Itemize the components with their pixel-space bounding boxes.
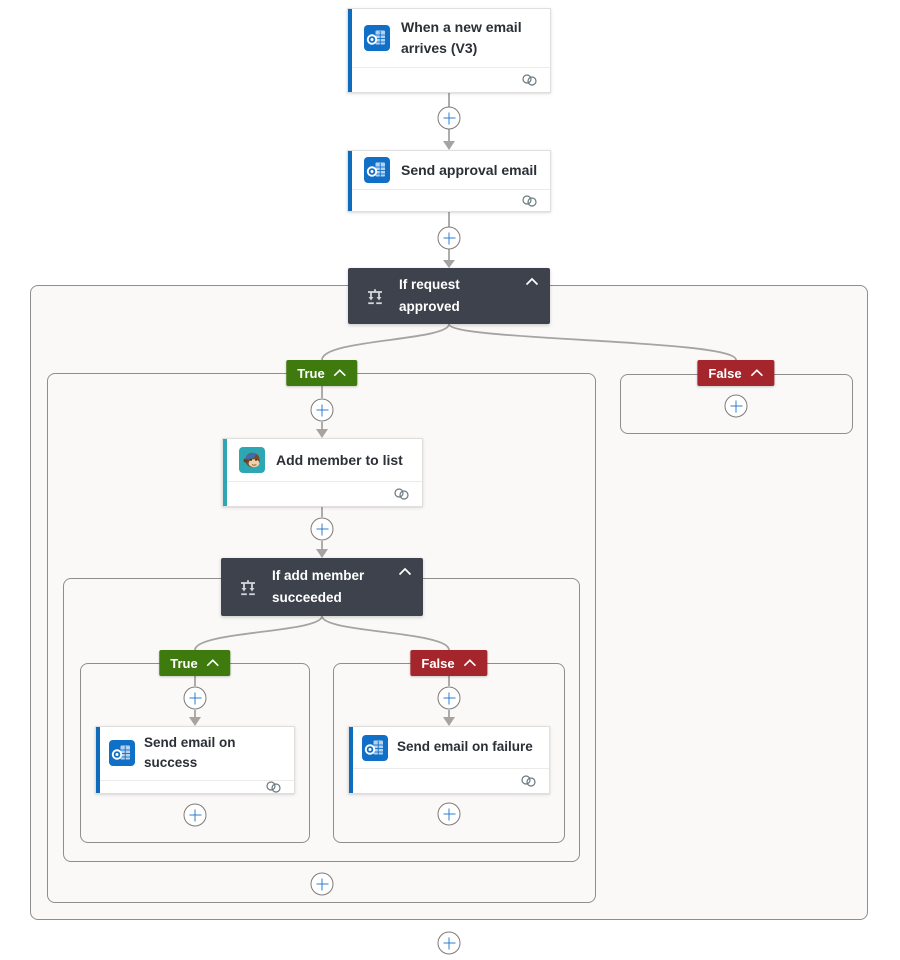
action-card-add-member-to-list[interactable]: Add member to list xyxy=(222,438,423,507)
insert-step-button[interactable] xyxy=(310,398,334,422)
insert-step-button[interactable] xyxy=(437,226,461,250)
card-title: When a new email arrives (V3) xyxy=(401,19,522,56)
trigger-card-when-a-new-email-arrives[interactable]: When a new email arrives (V3) xyxy=(347,8,551,93)
connection-link-icon xyxy=(522,74,537,86)
chevron-up-icon xyxy=(207,659,220,667)
card-accent-bar xyxy=(96,727,100,793)
branch-label: True xyxy=(170,655,198,671)
card-accent-bar xyxy=(348,9,352,92)
insert-step-button[interactable] xyxy=(437,686,461,710)
connection-link-icon xyxy=(266,781,281,793)
add-action-button[interactable] xyxy=(310,872,334,896)
condition-title: If request approved xyxy=(399,277,460,314)
card-accent-bar xyxy=(349,727,353,793)
add-action-button[interactable] xyxy=(437,931,461,955)
card-title: Send approval email xyxy=(401,161,538,178)
card-title: Add member to list xyxy=(276,451,403,468)
card-accent-bar xyxy=(348,151,352,211)
condition-title: If add member succeeded xyxy=(272,568,365,605)
card-title: Send email on success xyxy=(144,735,236,771)
action-card-send-email-on-success[interactable]: Send email on success xyxy=(95,726,295,794)
card-accent-bar xyxy=(223,439,227,506)
outlook-icon xyxy=(364,157,390,183)
insert-step-button[interactable] xyxy=(310,517,334,541)
chevron-up-icon[interactable] xyxy=(398,567,412,576)
outlook-icon xyxy=(362,734,388,761)
add-action-button-false-branch[interactable] xyxy=(724,394,748,418)
branch-badge-false[interactable]: False xyxy=(697,360,775,386)
outlook-icon xyxy=(109,740,135,767)
chevron-up-icon xyxy=(334,369,347,377)
mailchimp-icon xyxy=(239,447,265,473)
branch-badge-true[interactable]: True xyxy=(286,360,358,386)
card-title: Send email on failure xyxy=(397,739,533,755)
chevron-up-icon xyxy=(751,369,764,377)
chevron-up-icon[interactable] xyxy=(525,277,539,286)
add-action-button[interactable] xyxy=(437,802,461,826)
condition-icon xyxy=(241,579,255,595)
action-card-send-email-on-failure[interactable]: Send email on failure xyxy=(348,726,550,794)
branch-label: False xyxy=(421,655,455,671)
branch-badge-false[interactable]: False xyxy=(410,650,488,676)
condition-card-if-request-approved[interactable]: If request approved xyxy=(348,268,550,324)
connection-link-icon xyxy=(522,194,537,207)
condition-card-if-add-member-succeeded[interactable]: If add member succeeded xyxy=(221,558,423,616)
chevron-up-icon xyxy=(464,659,477,667)
outlook-icon xyxy=(364,25,390,51)
branch-label: False xyxy=(708,365,742,381)
connection-link-icon xyxy=(521,775,536,787)
add-action-button[interactable] xyxy=(183,803,207,827)
insert-step-button[interactable] xyxy=(183,686,207,710)
branch-label: True xyxy=(297,365,325,381)
branch-badge-true[interactable]: True xyxy=(159,650,231,676)
connection-link-icon xyxy=(394,488,409,500)
condition-icon xyxy=(368,288,382,304)
action-card-send-approval-email[interactable]: Send approval email xyxy=(347,150,551,212)
insert-step-button[interactable] xyxy=(437,106,461,130)
